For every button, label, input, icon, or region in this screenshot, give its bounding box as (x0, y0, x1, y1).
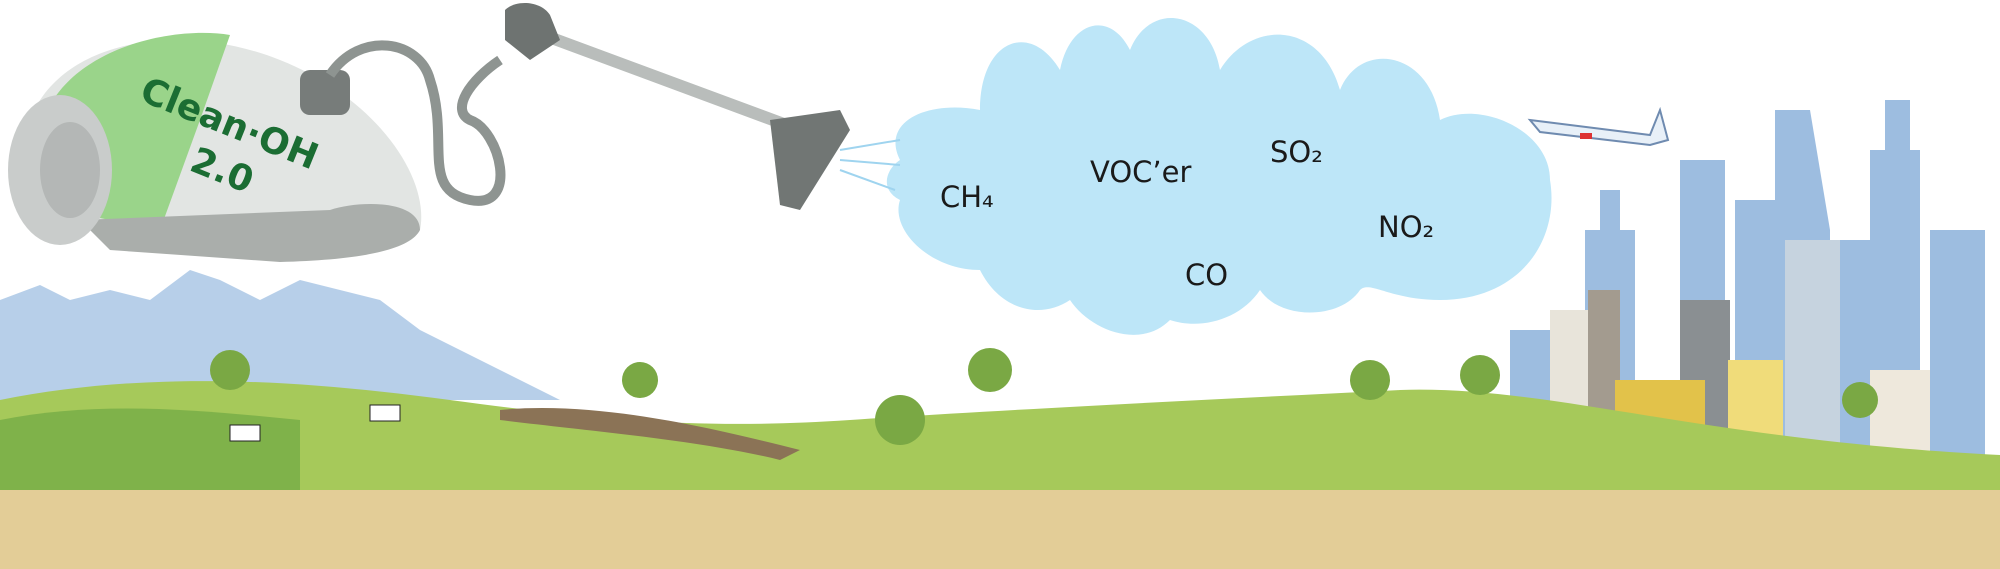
gas-ch4: CH₄ (940, 180, 994, 214)
spray (839, 139, 901, 191)
trees (210, 348, 1878, 445)
gas-so2: SO₂ (1270, 135, 1323, 169)
pollution-cloud (886, 17, 1552, 335)
gas-no2: NO₂ (1378, 210, 1435, 244)
vacuum-cleaner (8, 3, 850, 262)
airplane (1527, 106, 1670, 147)
gas-co: CO (1185, 258, 1229, 292)
gas-voc: VOC’er (1090, 155, 1192, 189)
mountains (0, 270, 560, 400)
cows (229, 404, 401, 442)
ground (0, 490, 2000, 569)
